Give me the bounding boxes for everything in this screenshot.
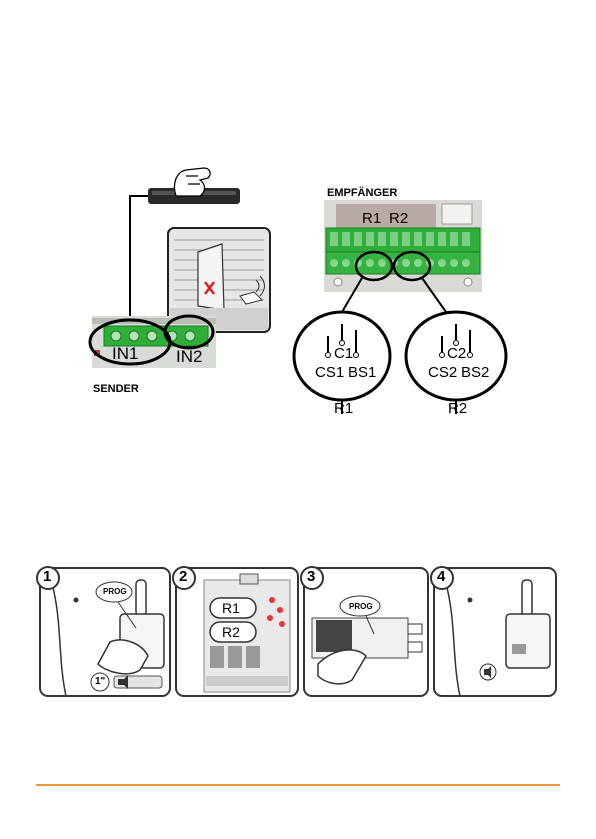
step-number-2: 2	[179, 568, 187, 585]
step-number-1: 1	[43, 568, 51, 585]
receiver-label: EMPFÄNGER	[327, 187, 397, 199]
relay2-name: R2	[448, 400, 467, 417]
relay2-cs: CS2	[428, 364, 457, 381]
board-relay-label-r1: R1	[362, 210, 381, 227]
step1-prog-label: PROG	[103, 587, 127, 596]
step4-panel	[434, 568, 556, 696]
step2-relay-r1: R1	[222, 600, 240, 616]
relay2-bs: BS2	[461, 364, 489, 381]
step1-duration: 1"	[95, 676, 105, 687]
wiring-diagram	[0, 0, 596, 440]
step2-relay-r2: R2	[222, 624, 240, 640]
pairing-steps	[0, 560, 596, 700]
footer-rule	[36, 784, 560, 786]
board-relay-label-r2: R2	[389, 210, 408, 227]
step3-panel	[304, 568, 428, 696]
relay1-bs: BS1	[348, 364, 376, 381]
relay1-name: R1	[334, 400, 353, 417]
sender-input-in1: IN1	[112, 344, 138, 364]
relay2-circle	[406, 312, 506, 414]
step-number-3: 3	[307, 568, 315, 585]
step3-prog-label: PROG	[349, 602, 373, 611]
step-number-4: 4	[437, 568, 445, 585]
sender-terminals	[104, 326, 208, 346]
relay1-circle	[294, 312, 390, 414]
relay1-cs: CS1	[315, 364, 344, 381]
sender-input-in2: IN2	[176, 347, 202, 367]
relay1-common: C1	[334, 345, 353, 362]
sender-cable	[130, 196, 148, 322]
relay2-common: C2	[447, 345, 466, 362]
sender-label: SENDER	[93, 383, 139, 395]
